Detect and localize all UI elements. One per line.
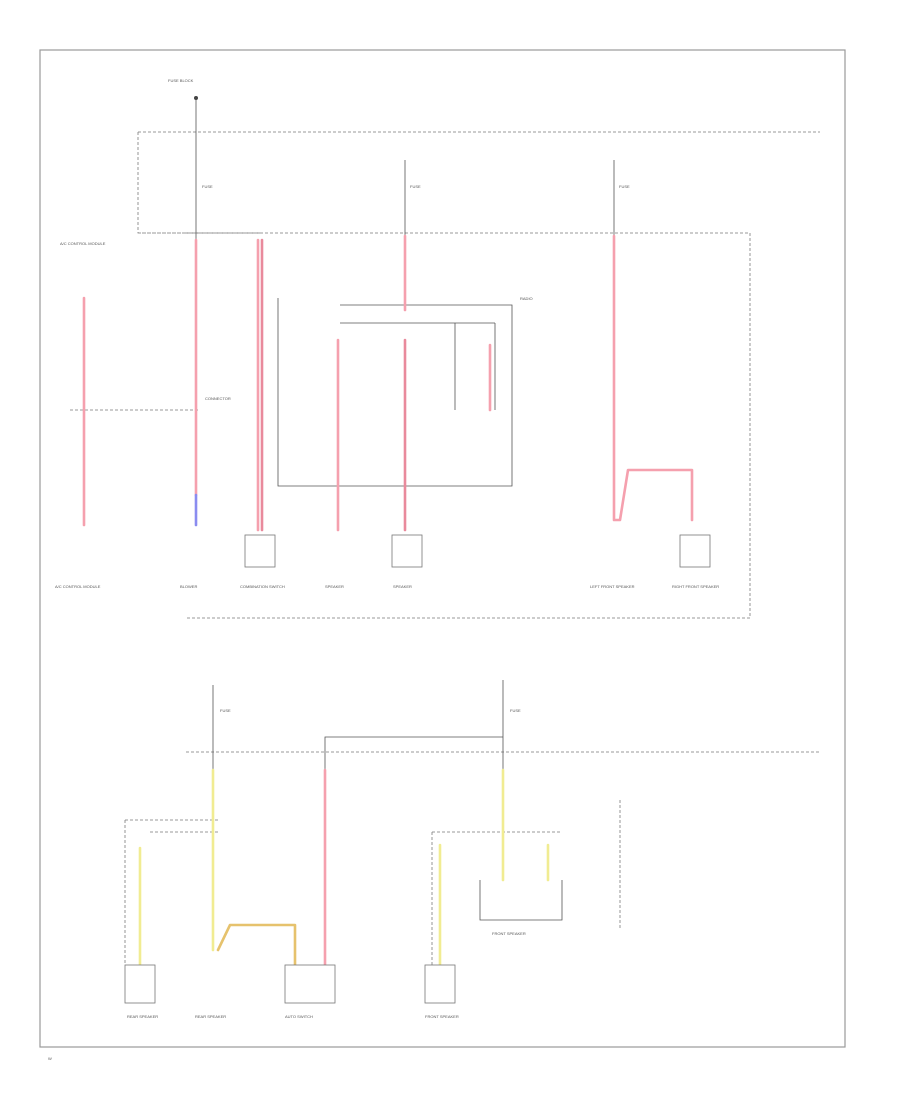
radio-outline [277,298,513,487]
label-lower-note: FRONT SPEAKER [492,931,526,936]
corner-tag: W [48,1056,52,1061]
label-bottom-3: SPEAKER [325,584,344,589]
label-fuse-block: FUSE BLOCK [168,78,194,83]
label-left-module: A/C CONTROL MODULE [60,241,106,246]
connector [124,964,156,1004]
lower-wire-orange [216,923,297,967]
label-bottom-6: RIGHT FRONT SPEAKER [672,584,719,589]
connector [679,534,711,568]
connector [391,534,423,568]
label-radio: RADIO [520,296,533,301]
wire-radio-bus [340,322,496,410]
label-bottom-5: LEFT FRONT SPEAKER [590,584,635,589]
lower-feed-2 [324,680,504,770]
label-bottom-2: COMBINATION SWITCH [240,584,285,589]
fuse-block-outline [137,131,820,234]
wire-right [612,234,694,522]
lower-right-box [431,831,560,965]
connector [424,964,456,1004]
label-lower-fuse-1: FUSE [220,708,231,713]
module-outline [185,232,751,619]
label-lower-b4: FRONT SPEAKER [425,1014,459,1019]
label-bottom-4: SPEAKER [393,584,412,589]
label-junction: CONNECTOR [205,396,231,401]
connector [284,964,336,1004]
label-lower-b2: REAR SPEAKER [195,1014,226,1019]
label-fuse-2: FUSE [410,184,421,189]
label-fuse-3: FUSE [619,184,630,189]
label-bottom-1: BLOWER [180,584,197,589]
label-left-bottom: A/C CONTROL MODULE [55,584,101,589]
label-lower-fuse-2: FUSE [510,708,521,713]
diagram-frame [39,49,846,1048]
connector [244,534,276,568]
label-lower-b3: AUTO SWITCH [285,1014,313,1019]
lower-left-box [124,819,220,965]
lower-front-box [479,880,563,921]
label-lower-b1: REAR SPEAKER [127,1014,158,1019]
label-fuse-1: FUSE [202,184,213,189]
